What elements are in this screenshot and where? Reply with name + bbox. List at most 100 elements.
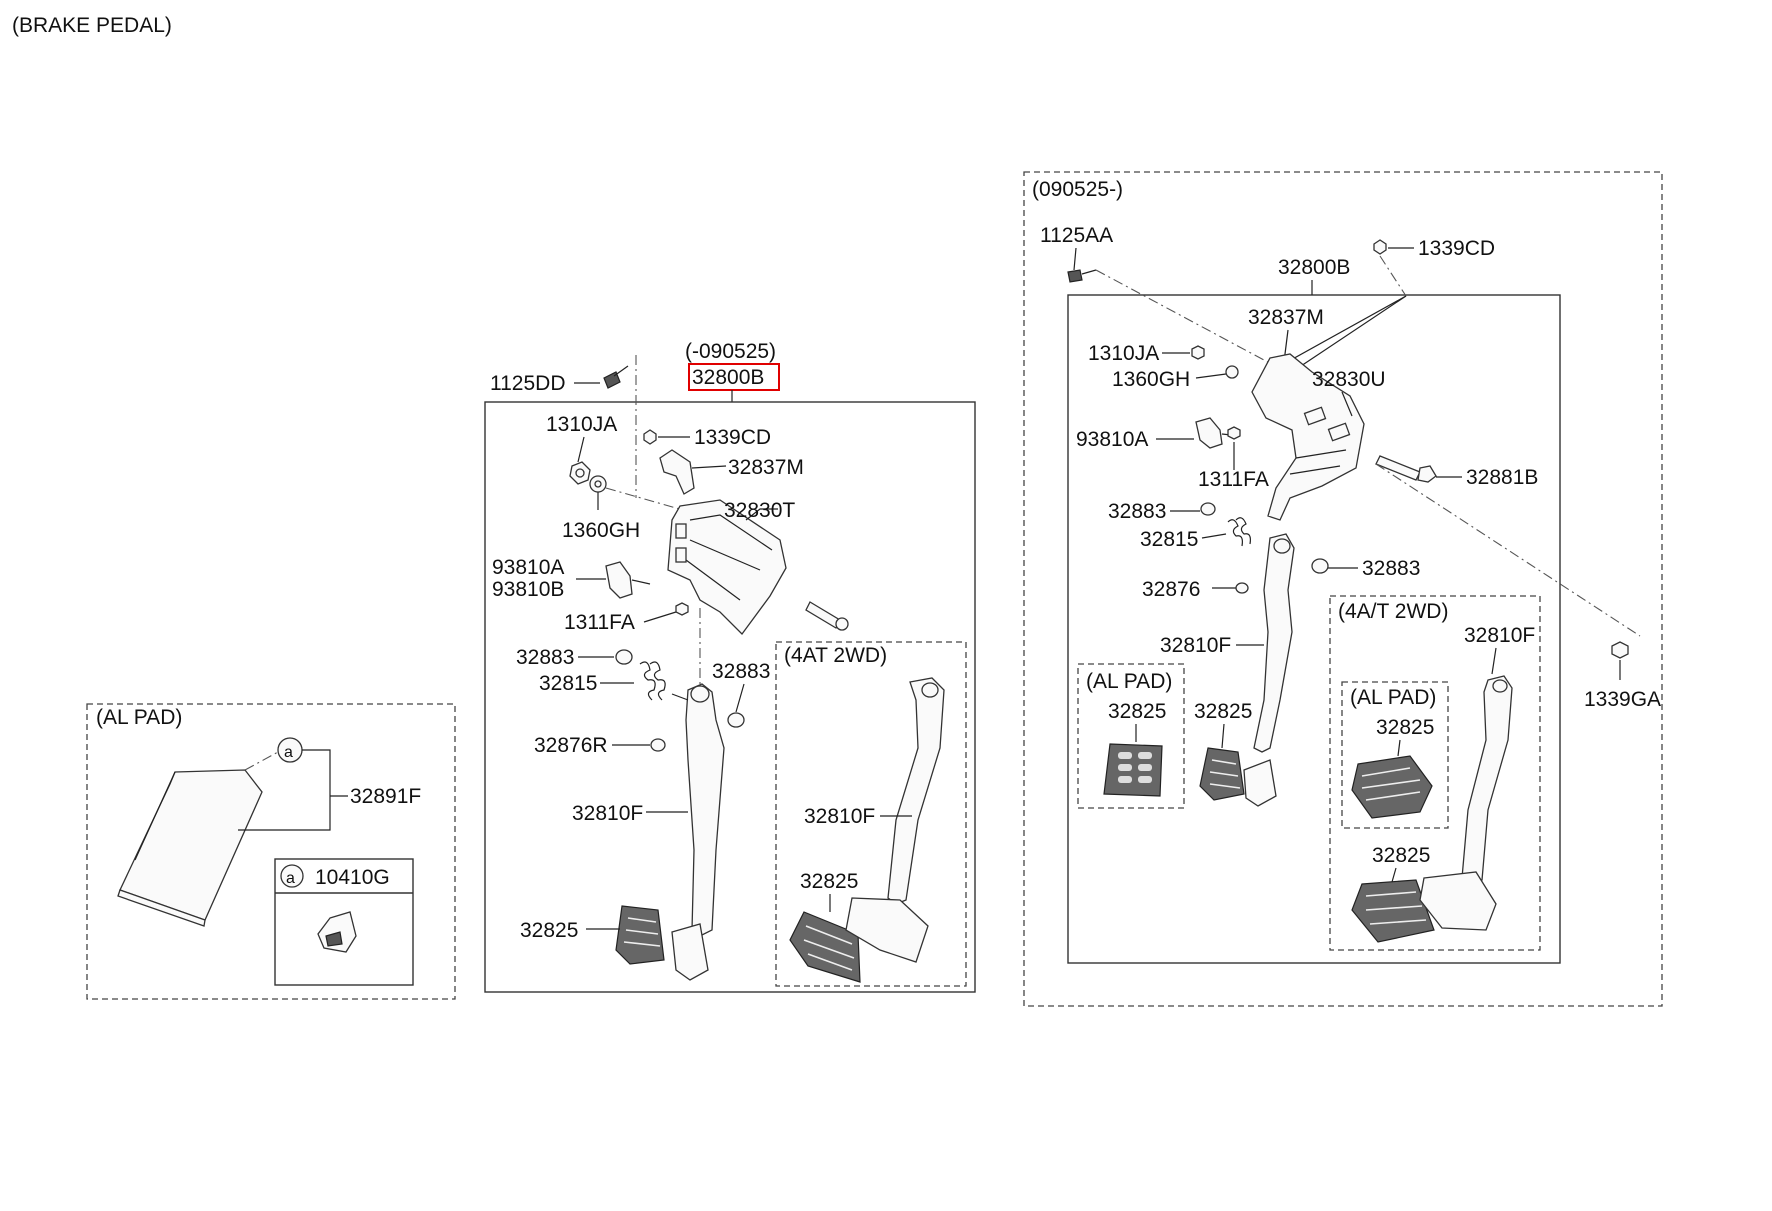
pin-32881B-part[interactable]	[1375, 455, 1437, 483]
al-pad-left-group: (AL PAD) a 32891F a 10410G	[86, 703, 456, 1000]
label-32883b-late: 32883	[1362, 557, 1420, 580]
bushing-32883a-late-part[interactable]	[1200, 502, 1216, 516]
bolt-1125AA-part[interactable]	[1067, 269, 1097, 283]
bracket-32837M-early-part[interactable]	[659, 449, 695, 495]
late-4at-frame	[1329, 595, 1541, 951]
early-range-label: (-090525)	[685, 340, 776, 363]
al-pad-cover-link	[244, 751, 279, 771]
leader-32830U	[1341, 391, 1353, 417]
bracket-32830U-part[interactable]	[1251, 353, 1365, 521]
label-32830U: 32830U	[1312, 368, 1386, 391]
nut-1339CD-early-part[interactable]	[643, 429, 657, 445]
late-4at-label: (4A/T 2WD)	[1338, 600, 1448, 623]
clip-10410G-part[interactable]	[317, 911, 357, 953]
leader-32810F-late-4at	[1491, 647, 1497, 675]
washer-1360GH-late-part[interactable]	[1225, 365, 1239, 379]
early-4at-frame	[775, 641, 967, 987]
al-pad-32825-late-part[interactable]	[1103, 743, 1163, 797]
nut-1339GA-part[interactable]	[1611, 641, 1629, 659]
late-4at-al-pad-label: (AL PAD)	[1350, 686, 1436, 709]
label-32825-late-4at: 32825	[1372, 844, 1430, 867]
leader-32825-late-4at	[1391, 867, 1397, 883]
nut-1310JA-late-part[interactable]	[1191, 345, 1205, 360]
al-pad-callout-a: a	[284, 744, 293, 761]
early-4at-label: (4AT 2WD)	[784, 644, 887, 667]
bushing-32883b-late-part[interactable]	[1311, 558, 1329, 574]
early-assembly-group: (-090525) 32800B 1125DD 1310JA 1360GH	[484, 340, 976, 993]
pedal-arm-32810F-early-part[interactable]	[685, 683, 725, 937]
label-32883a-late: 32883	[1108, 500, 1166, 523]
pedal-pad-32825-late-4at-part[interactable]	[1351, 871, 1497, 943]
label-10410G: 10410G	[315, 866, 390, 889]
label-32810F-early: 32810F	[572, 802, 643, 825]
late-bolt-axis	[1095, 269, 1291, 375]
label-1311FA-late: 1311FA	[1198, 468, 1269, 491]
label-1339CD-late: 1339CD	[1418, 237, 1495, 260]
late-assembly-label[interactable]: 32800B	[1278, 256, 1350, 279]
pedal-arm-32810F-4at-early-part[interactable]	[887, 677, 945, 905]
stop-switch-93810-early-part[interactable]	[605, 561, 651, 599]
label-1339GA: 1339GA	[1584, 688, 1661, 711]
nut-1311FA-early-part[interactable]	[675, 602, 689, 616]
leader-32825-late	[1221, 723, 1225, 749]
early-assembly-label[interactable]: 32800B	[692, 366, 764, 389]
leader-32815-late	[1201, 533, 1227, 539]
al-pad-cover-part[interactable]	[117, 769, 263, 927]
washer-1360GH-early-part[interactable]	[589, 475, 607, 493]
early-pivot-bolt	[671, 693, 689, 701]
label-1125AA: 1125AA	[1040, 224, 1113, 247]
spring-32815-early-part[interactable]	[639, 661, 666, 701]
al-pad-32891F-leader	[238, 749, 331, 831]
label-1360GH-late: 1360GH	[1112, 368, 1190, 391]
bushing-32883a-early-part[interactable]	[615, 649, 633, 665]
late-assembly-frame	[1067, 294, 1561, 964]
leader-32830T	[745, 508, 778, 521]
pedal-pad-32825-4at-early-part[interactable]	[789, 897, 929, 983]
late-nut-axis	[1379, 255, 1407, 297]
leader-1311FA-early	[643, 611, 677, 623]
bolt-1125DD-part[interactable]	[603, 365, 629, 389]
pin-clevis-early-part[interactable]	[805, 601, 849, 631]
late-assembly-group: (090525-) 32800B 1125AA 1339CD 32837M 13…	[1023, 171, 1663, 1007]
leader-1310JA-early	[577, 436, 585, 463]
early-pivot-axis	[605, 487, 691, 513]
label-32815-early: 32815	[539, 672, 597, 695]
label-32825-4at-early: 32825	[800, 870, 858, 893]
early-assembly-frame	[484, 401, 976, 993]
stopper-32876-late-part[interactable]	[1235, 582, 1249, 594]
label-32883b-early: 32883	[712, 660, 770, 683]
bracket-32830T-part[interactable]	[667, 499, 787, 635]
late-4at-al-pad-frame	[1341, 681, 1449, 829]
label-32810F-late-4at: 32810F	[1464, 624, 1535, 647]
late-pin-axis	[1375, 463, 1641, 637]
al-pad-left-label: (AL PAD)	[96, 706, 182, 729]
pedal-arm-32810F-late-4at-part[interactable]	[1461, 675, 1513, 885]
al-pad-left-frame	[86, 703, 456, 1000]
bushing-32883b-early-part[interactable]	[727, 712, 745, 728]
clip-inset-frame	[274, 858, 414, 986]
pedal-arm-32810F-late-part[interactable]	[1253, 533, 1295, 753]
nut-1339CD-late-part[interactable]	[1373, 239, 1387, 255]
label-1125DD: 1125DD	[490, 372, 566, 395]
clip-inset-callout: a	[286, 870, 295, 887]
pedal-pad-32825-late-part[interactable]	[1199, 747, 1277, 807]
nut-1310JA-early-part[interactable]	[569, 461, 591, 485]
spring-32815-late-part[interactable]	[1227, 517, 1251, 547]
leader-32883b-early	[735, 683, 745, 713]
clip-inset-callout-circle	[280, 864, 304, 888]
label-32810F-4at-early: 32810F	[804, 805, 875, 828]
label-93810A-late: 93810A	[1076, 428, 1148, 451]
label-32876R: 32876R	[534, 734, 608, 757]
label-32825-late-al: 32825	[1108, 700, 1166, 723]
label-1311FA-early: 1311FA	[564, 611, 635, 634]
nut-1311FA-late-part[interactable]	[1227, 426, 1241, 440]
label-32825-late-4at-al: 32825	[1376, 716, 1434, 739]
label-32815-late: 32815	[1140, 528, 1198, 551]
stopper-32876R-part[interactable]	[650, 738, 666, 752]
pedal-pad-32825-early-part[interactable]	[615, 905, 709, 981]
leader-1360GH-late	[1195, 373, 1227, 379]
al-pad-32825-late-4at-part[interactable]	[1351, 755, 1433, 819]
label-32837M-late: 32837M	[1248, 306, 1324, 329]
late-range-frame	[1023, 171, 1663, 1007]
label-32881B: 32881B	[1466, 466, 1538, 489]
